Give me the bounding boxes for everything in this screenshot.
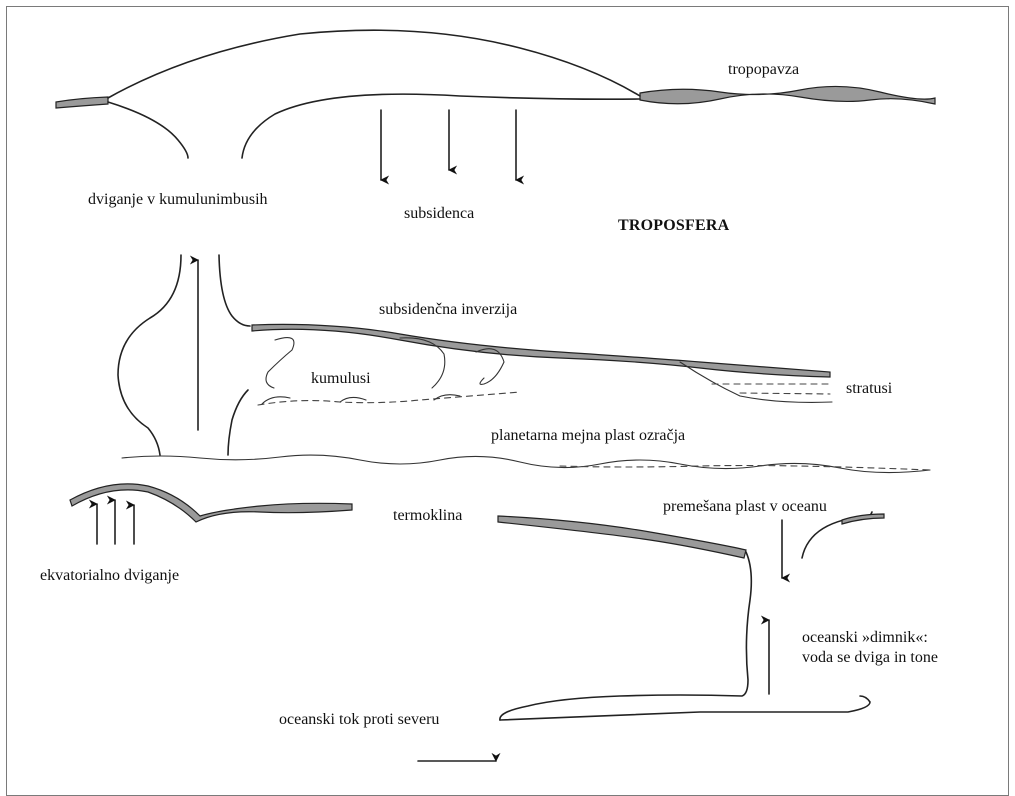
- boundary-layer-line: [122, 455, 930, 472]
- tropopause-band-right: [640, 86, 935, 104]
- cumulus-outline-3: [476, 349, 504, 385]
- chimney-right-band: [842, 514, 884, 524]
- anvil-top-outline: [108, 30, 640, 98]
- column-right-lower: [228, 390, 248, 455]
- label-northward-current: oceanski tok proti severu: [279, 710, 439, 729]
- column-left-outline: [118, 255, 181, 455]
- label-troposphere: TROPOSFERA: [618, 216, 729, 235]
- anvil-bottom-outline: [242, 94, 640, 158]
- label-subsidence: subsidenca: [404, 204, 474, 223]
- cloud-base-line: [258, 392, 520, 405]
- label-cumulus: kumulusi: [311, 369, 371, 388]
- label-subsidence-inversion: subsidenčna inverzija: [379, 300, 517, 319]
- chimney-left-outline: [500, 552, 751, 720]
- stratus-dashes-2: [740, 393, 830, 394]
- label-equatorial-upwelling: ekvatorialno dviganje: [40, 566, 179, 585]
- mixed-layer-band: [498, 516, 746, 558]
- label-chimney-line2: voda se dviga in tone: [802, 648, 938, 667]
- cumulus-outline-1: [266, 338, 294, 388]
- label-stratus: stratusi: [846, 379, 892, 398]
- tropopause-band-left: [56, 97, 108, 108]
- label-cumulonimbus-uplift: dviganje v kumulunimbusih: [88, 190, 268, 209]
- equatorial-thermocline-band: [70, 484, 352, 522]
- label-mixed-layer: premešana plast v oceanu: [663, 497, 827, 516]
- anvil-left-stem: [108, 102, 188, 158]
- chimney-bottom-outline: [500, 696, 870, 720]
- label-chimney-line1: oceanski »dimnik«:: [802, 628, 928, 647]
- label-boundary-layer: planetarna mejna plast ozračja: [491, 426, 685, 445]
- label-tropopause: tropopavza: [728, 60, 799, 79]
- label-thermocline: termoklina: [393, 506, 462, 525]
- column-right-outline: [219, 255, 250, 326]
